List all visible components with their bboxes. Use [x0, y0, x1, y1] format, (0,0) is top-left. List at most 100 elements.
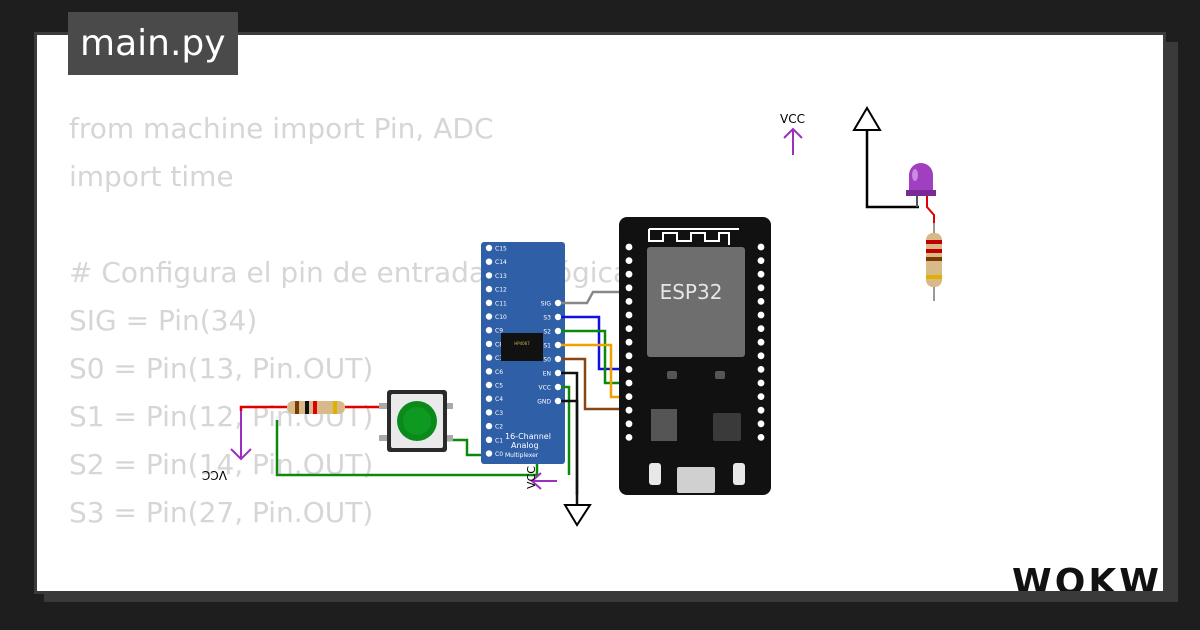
vcc-label-left: VCC [202, 468, 227, 482]
mux-pin-s3[interactable] [554, 313, 562, 321]
mux-pin-c0[interactable] [485, 450, 493, 457]
mux-pin-c8[interactable] [485, 340, 493, 348]
mux-pin-c4[interactable] [485, 395, 493, 402]
mux-pin-label: C0 [495, 451, 503, 458]
mux-pin-c9[interactable] [485, 327, 493, 334]
esp32-pin[interactable] [625, 393, 633, 400]
esp32-pin[interactable] [757, 311, 765, 319]
esp32-pin[interactable] [625, 366, 633, 373]
esp32-pin[interactable] [625, 379, 633, 387]
mux-pin-s1[interactable] [554, 341, 562, 349]
mux-pin-label: SIG [541, 301, 552, 308]
svg-text:HP4067: HP4067 [514, 341, 530, 346]
esp32-pin[interactable] [625, 257, 633, 264]
mux-pin-label: S0 [543, 357, 551, 364]
mux-pin-label: C11 [495, 300, 507, 307]
mux-pin-vcc[interactable] [554, 383, 562, 391]
esp32-pin[interactable] [625, 298, 633, 305]
mux-pin-c15[interactable] [485, 244, 493, 252]
mux-pin-c12[interactable] [485, 285, 493, 293]
esp32-pin[interactable] [757, 243, 765, 251]
file-tab[interactable]: main.py [68, 12, 238, 75]
esp32-pin[interactable] [757, 325, 765, 332]
esp32-board[interactable]: ESP32 [619, 217, 771, 495]
mux-pin-gnd[interactable] [554, 397, 562, 405]
mux-pin-label: C5 [495, 383, 503, 390]
mux-pin-label: C10 [495, 314, 507, 321]
svg-text:Multiplexer: Multiplexer [505, 452, 539, 459]
esp32-pin[interactable] [625, 406, 633, 414]
wire-blue-s3 [561, 315, 627, 371]
mux-pin-label: C6 [495, 369, 503, 376]
esp32-pin[interactable] [625, 243, 633, 251]
esp32-pin[interactable] [757, 270, 765, 278]
mux-pin-c5[interactable] [485, 381, 493, 389]
esp32-pin[interactable] [625, 338, 633, 346]
esp32-pin[interactable] [757, 298, 765, 305]
ground-arrow-mux [563, 504, 592, 527]
mux-pin-label: S3 [543, 315, 551, 322]
mux-pin-c13[interactable] [485, 272, 493, 279]
esp32-pin[interactable] [757, 352, 765, 360]
esp32-label: ESP32 [660, 280, 723, 304]
mux-pin-label: C15 [495, 246, 507, 253]
mux-pin-label: GND [537, 399, 551, 406]
mux-pin-c14[interactable] [485, 258, 493, 265]
esp32-pin[interactable] [757, 420, 765, 428]
wire-black-gnd [561, 399, 579, 505]
mux-pin-s2[interactable] [554, 327, 562, 335]
code-line: SIG = Pin(34) [69, 304, 258, 337]
mux-pin-c1[interactable] [485, 436, 493, 443]
mux-pin-label: C2 [495, 424, 503, 431]
esp32-pin[interactable] [625, 420, 633, 428]
esp32-pin[interactable] [625, 284, 633, 292]
resistor-led[interactable] [926, 223, 942, 301]
mux-pin-label: C1 [495, 437, 503, 444]
mux-pin-en[interactable] [554, 369, 562, 377]
mux-pin-sig[interactable] [554, 299, 562, 307]
esp32-pin[interactable] [625, 352, 633, 360]
resistor-button[interactable] [287, 401, 389, 414]
svg-text:Analog: Analog [511, 441, 539, 450]
wire-red-vcc [239, 405, 287, 411]
vcc-symbol-mux: VCC [525, 466, 557, 490]
code-line: from machine import Pin, ADC [69, 112, 494, 145]
esp32-pin[interactable] [625, 325, 633, 332]
esp32-pin[interactable] [757, 338, 765, 346]
mux-pin-label: C4 [495, 396, 503, 403]
wire-orange-s1 [561, 343, 627, 399]
mux-pin-label: VCC [539, 385, 551, 392]
mux-pin-c3[interactable] [485, 409, 493, 416]
mux-pin-c6[interactable] [485, 368, 493, 375]
code-line: S3 = Pin(27, Pin.OUT) [69, 496, 374, 529]
mux-pin-label: C13 [495, 273, 507, 280]
esp32-pin[interactable] [625, 434, 633, 441]
code-line: S2 = Pin(14, Pin.OUT) [69, 448, 374, 481]
pushbutton[interactable] [379, 390, 453, 452]
esp32-pin[interactable] [625, 270, 633, 278]
esp32-pin[interactable] [757, 379, 765, 387]
mux-pin-label: C9 [495, 328, 503, 335]
esp32-pin[interactable] [757, 366, 765, 373]
mux-pin-label: C12 [495, 287, 507, 294]
esp32-pin[interactable] [757, 434, 765, 441]
led[interactable] [906, 163, 936, 223]
mux-pin-s0[interactable] [554, 355, 562, 363]
code-line: import time [69, 160, 234, 193]
mux-pin-label: S1 [543, 343, 551, 350]
mux-pin-c10[interactable] [485, 313, 493, 320]
mux-pin-label: S2 [543, 329, 551, 336]
mux-chip [501, 333, 543, 361]
esp32-pin[interactable] [757, 257, 765, 264]
esp32-pin[interactable] [757, 406, 765, 414]
mux-pin-c2[interactable] [485, 422, 493, 430]
esp32-pin[interactable] [757, 284, 765, 292]
esp32-pin[interactable] [757, 393, 765, 400]
mux-pin-c7[interactable] [485, 354, 493, 361]
mux-pin-c11[interactable] [485, 299, 493, 306]
mux-pin-label: C8 [495, 341, 503, 348]
esp32-pin[interactable] [625, 311, 633, 319]
